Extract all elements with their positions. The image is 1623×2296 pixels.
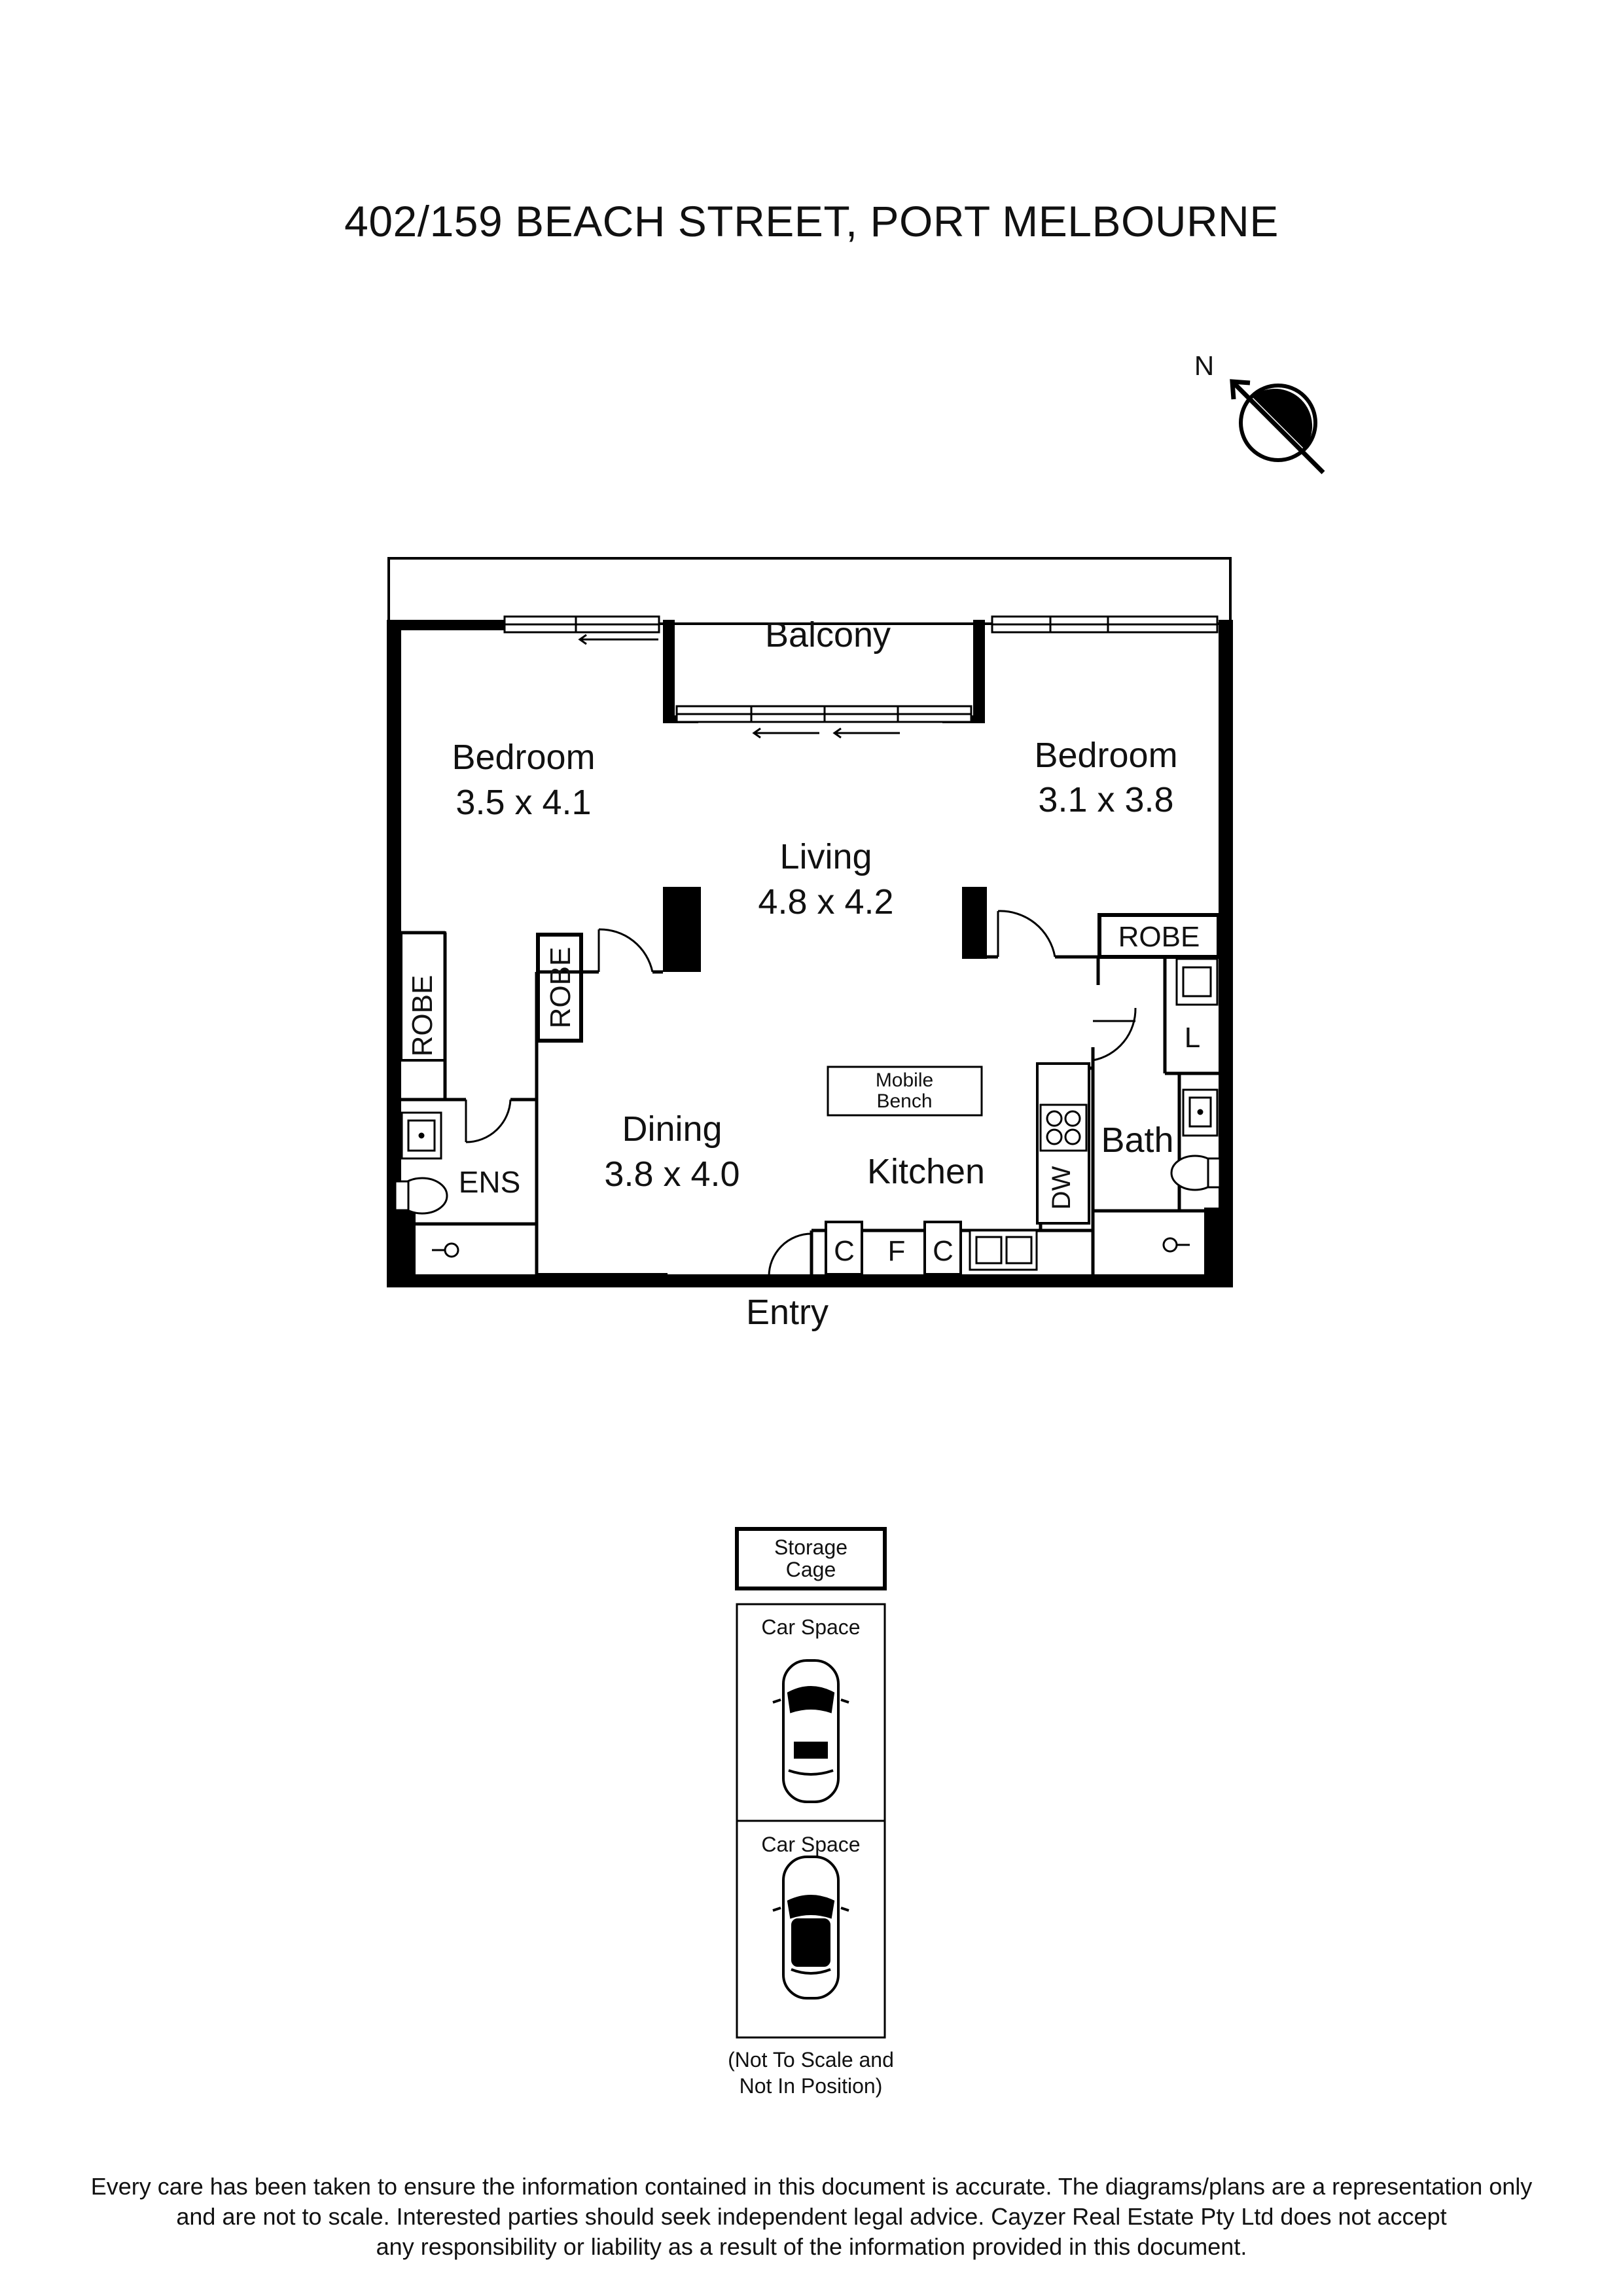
compass-north-label: N — [1194, 350, 1214, 381]
fridge-label: F — [888, 1235, 906, 1267]
living-label: Living — [779, 837, 872, 876]
mobile-bench — [827, 1066, 983, 1117]
door-swings-icon — [465, 910, 1137, 1278]
bedroom-left-size: 3.5 x 4.1 — [455, 783, 591, 822]
svg-text:Cage: Cage — [786, 1558, 836, 1581]
disclaimer-line: any responsibility or liability as a res… — [376, 2233, 1247, 2260]
balcony-outline — [387, 557, 1232, 625]
kitchen-label: Kitchen — [867, 1152, 985, 1191]
bedroom-right-label: Bedroom — [1034, 736, 1177, 775]
bedroom-left-label: Bedroom — [452, 738, 595, 777]
floor-drain-icon — [444, 1242, 459, 1258]
svg-text:C: C — [933, 1235, 954, 1267]
svg-text:ROBE: ROBE — [544, 947, 577, 1029]
cooktop-icon — [1039, 1103, 1088, 1152]
robe-centre-wardrobe: ROBE — [536, 933, 583, 1043]
living-size: 4.8 x 4.2 — [758, 882, 893, 922]
entry-label: Entry — [746, 1293, 829, 1332]
bath-drain-icon — [1162, 1237, 1178, 1253]
sliding-doors — [503, 615, 1219, 723]
page-title: 402/159 BEACH STREET, PORT MELBOURNE — [344, 197, 1279, 245]
car-icon — [772, 1856, 849, 2000]
disclaimer-line: Every care has been taken to ensure the … — [90, 2173, 1533, 2200]
storage-cage: Storage Cage — [735, 1527, 887, 1590]
svg-text:C: C — [834, 1235, 855, 1267]
svg-text:Bench: Bench — [876, 1090, 932, 1112]
ensuite-label: ENS — [459, 1165, 521, 1199]
room-labels: Balcony Bedroom 3.5 x 4.1 Bedroom 3.1 x … — [452, 615, 1177, 1332]
kitchen-fixtures: DW Mobile Bench C F C — [825, 1062, 1090, 1276]
bedroom-right-size: 3.1 x 3.8 — [1038, 780, 1173, 819]
svg-text:Mobile: Mobile — [876, 1069, 933, 1091]
interior-walls — [401, 931, 1219, 1276]
laundry-label: L — [1185, 1022, 1200, 1054]
disclaimer-line: and are not to scale. Interested parties… — [176, 2203, 1447, 2230]
dining-size: 3.8 x 4.0 — [604, 1155, 740, 1194]
balcony-label: Balcony — [765, 615, 891, 655]
cupboard-right — [923, 1221, 962, 1276]
dining-label: Dining — [622, 1109, 722, 1149]
robe-right-wardrobe: ROBE — [1097, 913, 1221, 959]
svg-text:ROBE: ROBE — [1118, 921, 1200, 953]
car-space-2-label: Car Space — [761, 1833, 860, 1856]
car-icon — [772, 1659, 849, 1803]
ensuite-fixtures — [394, 1111, 459, 1258]
exterior-walls — [387, 620, 1233, 1287]
svg-text:Storage: Storage — [774, 1535, 847, 1559]
north-arrow-icon — [1230, 380, 1325, 475]
parking-note: (Not To Scale and — [728, 2048, 894, 2072]
disclaimer: Every care has been taken to ensure the … — [39, 2172, 1584, 2262]
north-arrowhead-icon — [1230, 379, 1251, 400]
sink-icon — [969, 1229, 1038, 1271]
car-space-1-label: Car Space — [761, 1615, 860, 1639]
robe-left-wardrobe: ROBE — [400, 931, 446, 1062]
svg-text:ROBE: ROBE — [406, 975, 438, 1057]
compass-fill-icon — [1252, 388, 1313, 449]
compass: N — [1194, 350, 1325, 475]
dishwasher-label: DW — [1047, 1166, 1076, 1210]
slide-arrows-icon — [578, 634, 900, 739]
bath-label: Bath — [1101, 1121, 1173, 1160]
parking-note: Not In Position) — [740, 2074, 883, 2098]
cupboard-left — [825, 1221, 863, 1276]
car-spaces: Car Space Car Space (Not To Scale and No… — [728, 1603, 894, 2098]
bath-fixtures: L — [1162, 958, 1221, 1253]
